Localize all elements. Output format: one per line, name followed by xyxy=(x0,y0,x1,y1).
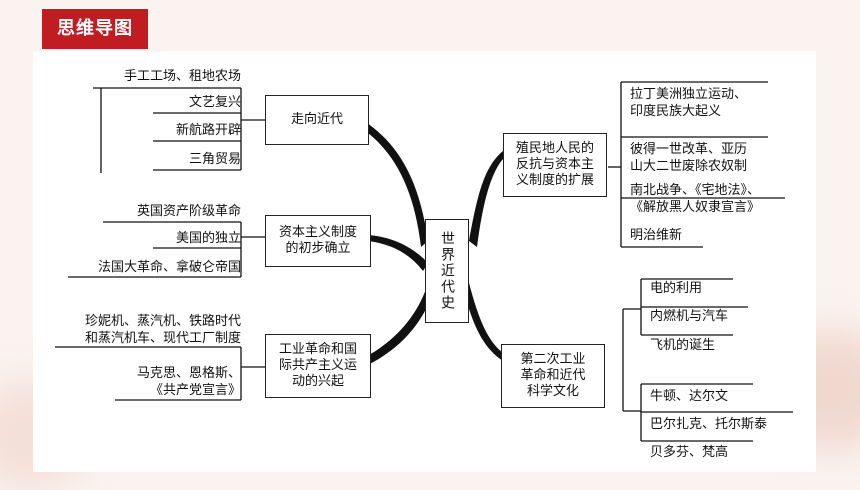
node-label-line: 工业革命和国 xyxy=(278,342,357,357)
leaf-line: 和蒸汽机车、现代工厂制度 xyxy=(84,331,241,346)
leaf-french-revolution: 法国大革命、拿破仑帝国 xyxy=(97,260,241,275)
leaf-line: 印度民族大起义 xyxy=(630,104,722,119)
node-label-line: 革命和近代 xyxy=(520,368,586,383)
leaf-line: 山大二世废除农奴制 xyxy=(630,159,748,174)
leaf-renaissance: 文艺复兴 xyxy=(188,95,241,110)
center-node-modern-world-history: 世界近代史 xyxy=(425,219,469,323)
node-second-industrial-revolution: 第二次工业 革命和近代 科学文化 xyxy=(501,344,605,408)
leaf-combustion-engine-car: 内燃机与汽车 xyxy=(650,309,729,324)
node-industrial-revolution: 工业革命和国 际共产主义运 动的兴起 xyxy=(265,334,371,398)
mind-map: 手工工场、租地农场 文艺复兴 新航路开辟 三角贸易 英国资产阶级革命 美国的独立… xyxy=(33,51,816,472)
node-label: 走向近代 xyxy=(290,112,343,127)
leaf-english-revolution: 英国资产阶级革命 xyxy=(136,204,241,219)
leaf-new-sea-routes: 新航路开辟 xyxy=(175,123,241,138)
node-label-line: 反抗与资本主 xyxy=(515,157,594,172)
node-label-line: 际共产主义运 xyxy=(278,358,357,373)
node-label-line: 义制度的扩展 xyxy=(515,173,594,188)
leaf-balzac-tolstoy: 巴尔扎克、托尔斯泰 xyxy=(650,417,768,432)
leaf-russian-reforms: 彼得一世改革、亚历 山大二世废除农奴制 xyxy=(630,141,747,175)
leaf-triangle-trade: 三角贸易 xyxy=(188,152,241,167)
leaf-line: 《共产党宣言》 xyxy=(149,383,241,398)
node-label-line: 的初步确立 xyxy=(285,241,351,256)
connector-lines xyxy=(55,81,793,442)
node-toward-modern-era: 走向近代 xyxy=(265,95,369,145)
node-label-line: 动的兴起 xyxy=(291,374,344,389)
node-capitalism-established: 资本主义制度 的初步确立 xyxy=(265,215,371,267)
leaf-american-independence: 美国的独立 xyxy=(175,231,241,246)
leaf-newton-darwin: 牛顿、达尔文 xyxy=(650,389,729,404)
leaf-handicraft-workshop: 手工工场、租地农场 xyxy=(123,69,241,84)
leaf-line: 马克思、恩格斯、 xyxy=(136,366,241,381)
leaf-electricity: 电的利用 xyxy=(650,281,703,296)
leaf-line: 《解放黑人奴隶宣言》 xyxy=(630,200,761,215)
leaf-line: 拉丁美洲独立运动、 xyxy=(630,87,748,102)
page-title: 思维导图 xyxy=(42,9,148,49)
leaf-airplane: 飞机的诞生 xyxy=(650,338,716,353)
leaf-american-civil-war: 南北战争、《宅地法》、 《解放黑人奴隶宣言》 xyxy=(630,182,760,216)
leaf-beethoven-van-gogh: 贝多芬、梵高 xyxy=(650,445,729,460)
leaf-line: 彼得一世改革、亚历 xyxy=(630,142,748,157)
node-colonial-resistance: 殖民地人民的 反抗与资本主 义制度的扩展 xyxy=(503,133,607,197)
leaf-line: 珍妮机、蒸汽机、铁路时代 xyxy=(84,314,241,329)
node-label-line: 科学文化 xyxy=(526,384,579,399)
node-label-line: 资本主义制度 xyxy=(278,225,357,240)
node-label-line: 第二次工业 xyxy=(520,352,586,367)
center-label: 世界近代史 xyxy=(439,231,455,311)
node-label-line: 殖民地人民的 xyxy=(515,141,594,156)
leaf-latin-america-independence: 拉丁美洲独立运动、 印度民族大起义 xyxy=(630,86,747,120)
leaf-meiji-restoration: 明治维新 xyxy=(630,228,683,243)
leaf-line: 南北战争、《宅地法》、 xyxy=(630,183,761,198)
leaf-industrial-inventions: 珍妮机、蒸汽机、铁路时代 和蒸汽机车、现代工厂制度 xyxy=(85,313,241,347)
leaf-marx-engels: 马克思、恩格斯、 《共产党宣言》 xyxy=(137,365,241,399)
